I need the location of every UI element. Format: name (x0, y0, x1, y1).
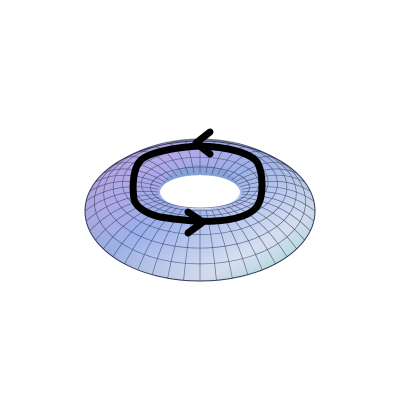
mesh-meridian-line (112, 203, 169, 257)
mesh-meridian-line (151, 208, 183, 275)
loop-curve (129, 142, 266, 225)
mesh-meridian-line (211, 209, 233, 279)
closed-loop-path (129, 128, 266, 237)
mesh-meridian-line (222, 207, 263, 271)
mesh-meridian-line (205, 210, 217, 281)
mesh-parallel-ring (150, 166, 250, 209)
arrow-right-lower (184, 208, 207, 237)
torus-outline (84, 140, 316, 282)
mesh-meridian-line (85, 194, 159, 222)
mesh-meridian-line (103, 201, 165, 250)
mesh-meridian-line (240, 180, 311, 192)
mesh-meridian-line (235, 201, 297, 250)
mesh-meridian-line (124, 205, 173, 265)
mesh-meridian-line (238, 174, 305, 185)
mesh-meridian-line (89, 180, 160, 192)
torus-hole-wall (160, 165, 240, 192)
mesh-meridian-line (241, 190, 316, 212)
arrow-left-upper (192, 128, 214, 158)
mesh-meridian-line (137, 207, 178, 271)
mesh-meridian-line (241, 194, 315, 222)
mesh-meridian-line (217, 208, 249, 275)
mesh-meridian-line (227, 205, 276, 265)
mesh-meridian-line (240, 196, 311, 231)
mesh-meridian-line (84, 190, 159, 212)
mesh-meridian-line (95, 174, 162, 185)
mesh-meridian-line (89, 196, 160, 231)
mesh-meridian-line (231, 203, 288, 257)
